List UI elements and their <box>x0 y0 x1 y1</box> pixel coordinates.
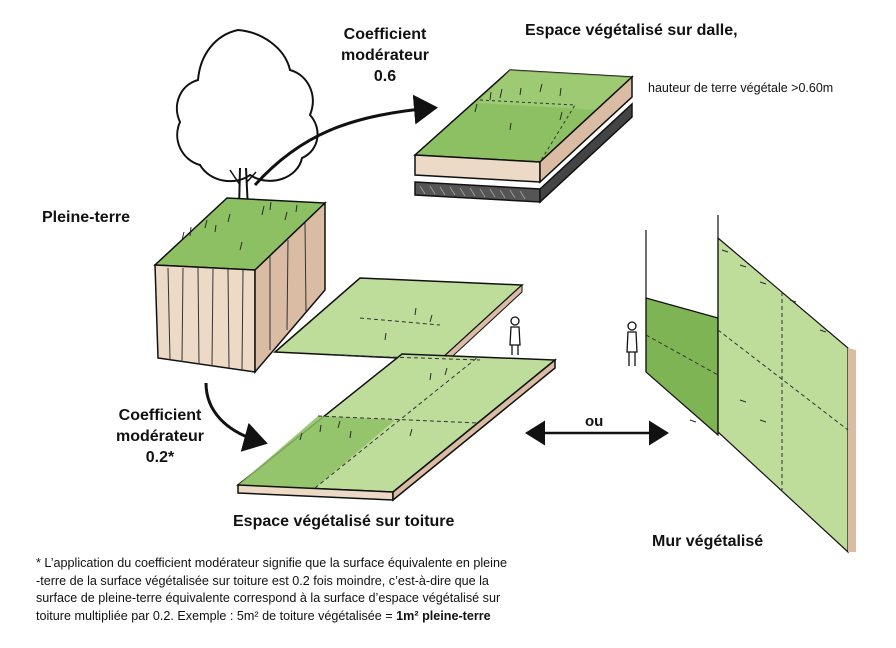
person-icon <box>509 316 521 355</box>
footnote-line-2: -terre de la surface végétalisée sur toi… <box>36 573 489 588</box>
ou-label: ou <box>585 413 604 430</box>
pleine-terre-label: Pleine-terre <box>42 209 131 226</box>
dalle-subtitle: hauteur de terre végétale >0.60m <box>648 81 834 95</box>
arrow-to-toiture <box>204 382 268 452</box>
coef-bottom-label: Coefficient modérateur 0.2* <box>100 405 220 468</box>
footnote-line-4-bold: 1m² pleine-terre <box>396 608 491 623</box>
mur-title: Mur végétalisé <box>652 533 764 550</box>
toiture-title: Espace végétalisé sur toiture <box>233 513 455 530</box>
dalle-slab <box>413 69 634 204</box>
footnote-line-4-text: toiture multipliée par 0.2. Exemple : 5m… <box>36 608 397 623</box>
arrow-to-dalle <box>253 94 438 187</box>
mur-vegetalise <box>645 215 856 554</box>
coef-bottom-value: 0.2* <box>145 449 175 466</box>
pleine-terre-block <box>153 197 327 375</box>
coef-top-line1: Coefficient <box>343 26 427 43</box>
footnote-line-1: * L’application du coefficient modérateu… <box>36 556 507 570</box>
person-icon <box>626 321 638 366</box>
coef-top-line2: modérateur <box>340 47 430 64</box>
toiture-roofs <box>235 277 558 502</box>
footnote-line-4: toiture multipliée par 0.2. Exemple : 5m… <box>36 608 596 626</box>
footnote: * L’application du coefficient modérateu… <box>36 555 596 625</box>
tree-icon <box>175 28 319 211</box>
footnote-line-3: surface de pleine-terre équivalente corr… <box>36 591 501 605</box>
dalle-title: Espace végétalisé sur dalle, <box>525 22 738 39</box>
coef-top-value: 0.6 <box>373 68 397 85</box>
coef-bottom-line2: modérateur <box>115 428 205 445</box>
coef-top-label: Coefficient modérateur 0.6 <box>325 24 445 87</box>
coef-bottom-line1: Coefficient <box>118 407 202 424</box>
